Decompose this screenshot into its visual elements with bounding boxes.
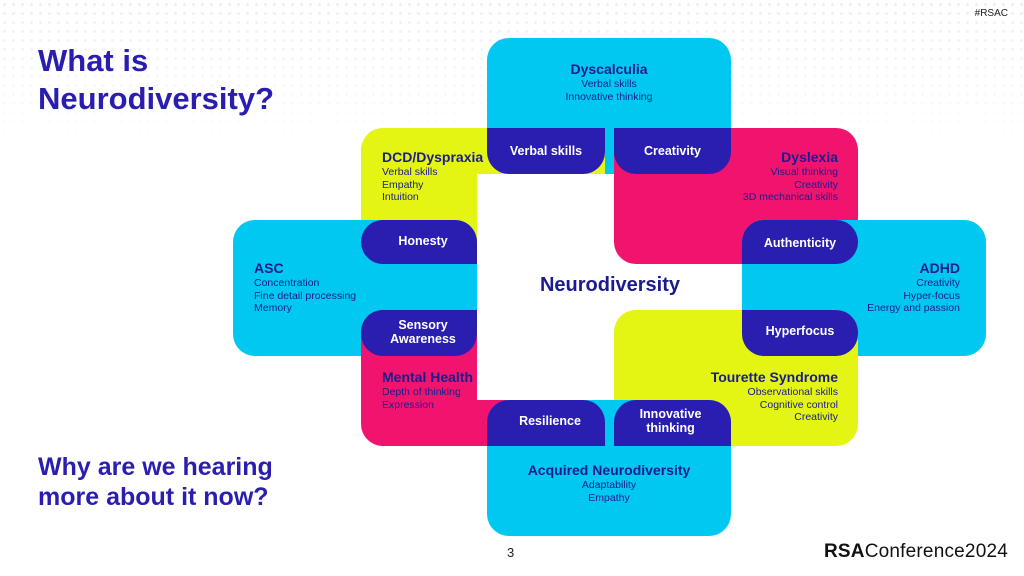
- mental-health-text: Mental Health Depth of thinking Expressi…: [382, 369, 512, 411]
- dyscalculia-trait: Innovative thinking: [565, 90, 653, 103]
- overlap-hyperfocus: [742, 310, 858, 356]
- acquired-trait: Adaptability: [581, 479, 637, 491]
- mental-health-trait: Expression: [382, 398, 434, 411]
- shared-resilience: Resilience: [519, 414, 581, 428]
- dyscalculia-text: Dyscalculia Verbal skills Innovative thi…: [487, 61, 731, 103]
- dyscalculia-trait: Verbal skills: [581, 78, 637, 90]
- mental-health-title: Mental Health: [382, 369, 474, 385]
- dcd-text: DCD/Dyspraxia Verbal skills Empathy Intu…: [382, 149, 502, 204]
- overlap-authenticity: [742, 220, 858, 264]
- asc-trait: Memory: [254, 302, 292, 314]
- mental-health-trait: Depth of thinking: [382, 386, 461, 398]
- shared-creativity: Creativity: [644, 144, 701, 158]
- acquired-trait: Empathy: [588, 491, 630, 504]
- acquired-text: Acquired Neurodiversity Adaptability Emp…: [487, 462, 731, 504]
- adhd-trait: Energy and passion: [867, 302, 960, 314]
- tourette-trait: Creativity: [794, 411, 838, 423]
- logo-bold: RSA: [823, 541, 865, 562]
- asc-title: ASC: [254, 260, 284, 276]
- shared-authenticity: Authenticity: [763, 236, 837, 250]
- dyslexia-trait: Visual thinking: [770, 166, 838, 178]
- shared-sensory-awareness: Sensory Awareness: [390, 318, 456, 346]
- adhd-title: ADHD: [919, 260, 960, 276]
- slide-subtitle: Why are we hearing more about it now?: [38, 453, 273, 511]
- overlap-innovative-thinking: [614, 400, 731, 446]
- rsac-logo: RSAConference2024: [824, 541, 1008, 563]
- dcd-trait: Empathy: [382, 178, 424, 191]
- dyslexia-title: Dyslexia: [781, 149, 838, 165]
- dcd-title: DCD/Dyspraxia: [382, 149, 484, 165]
- adhd-trait: Creativity: [916, 277, 960, 289]
- overlap-sensory-awareness: [361, 310, 477, 356]
- shared-hyperfocus: Hyperfocus: [765, 324, 835, 338]
- dyslexia-trait: 3D mechanical skills: [742, 191, 838, 203]
- asc-text: ASC Concentration Fine detail processing…: [254, 260, 404, 315]
- tourette-title: Tourette Syndrome: [710, 369, 838, 385]
- asc-trait: Fine detail processing: [254, 289, 357, 302]
- hashtag-label: #RSAC: [974, 8, 1008, 19]
- dcd-trait: Verbal skills: [382, 166, 438, 178]
- overlap-creativity: [614, 128, 731, 174]
- overlap-verbal-skills: [487, 128, 605, 174]
- acquired-title: Acquired Neurodiversity: [527, 462, 691, 478]
- overlap-resilience: [487, 400, 605, 446]
- tourette-trait: Observational skills: [747, 386, 838, 398]
- adhd-trait: Hyper-focus: [903, 289, 960, 302]
- center-area-horizontal: [477, 264, 742, 310]
- tourette-text: Tourette Syndrome Observational skills C…: [688, 369, 838, 424]
- asc-trait: Concentration: [254, 277, 320, 289]
- slide-title: What is Neurodiversity?: [38, 43, 275, 116]
- dyslexia-text: Dyslexia Visual thinking Creativity 3D m…: [680, 149, 838, 204]
- shared-innovative-thinking: Innovative thinking: [639, 407, 702, 435]
- page-number: 3: [507, 545, 515, 560]
- overlap-honesty: [361, 220, 477, 264]
- logo-light: Conference2024: [864, 541, 1008, 562]
- shared-verbal-skills: Verbal skills: [509, 144, 583, 158]
- dyscalculia-title: Dyscalculia: [570, 61, 648, 77]
- dyslexia-trait: Creativity: [794, 178, 838, 191]
- adhd-text: ADHD Creativity Hyper-focus Energy and p…: [810, 260, 960, 315]
- dcd-trait: Intuition: [382, 191, 419, 203]
- tourette-trait: Cognitive control: [759, 398, 838, 411]
- shared-honesty: Honesty: [398, 234, 448, 248]
- center-label: Neurodiversity: [539, 274, 681, 296]
